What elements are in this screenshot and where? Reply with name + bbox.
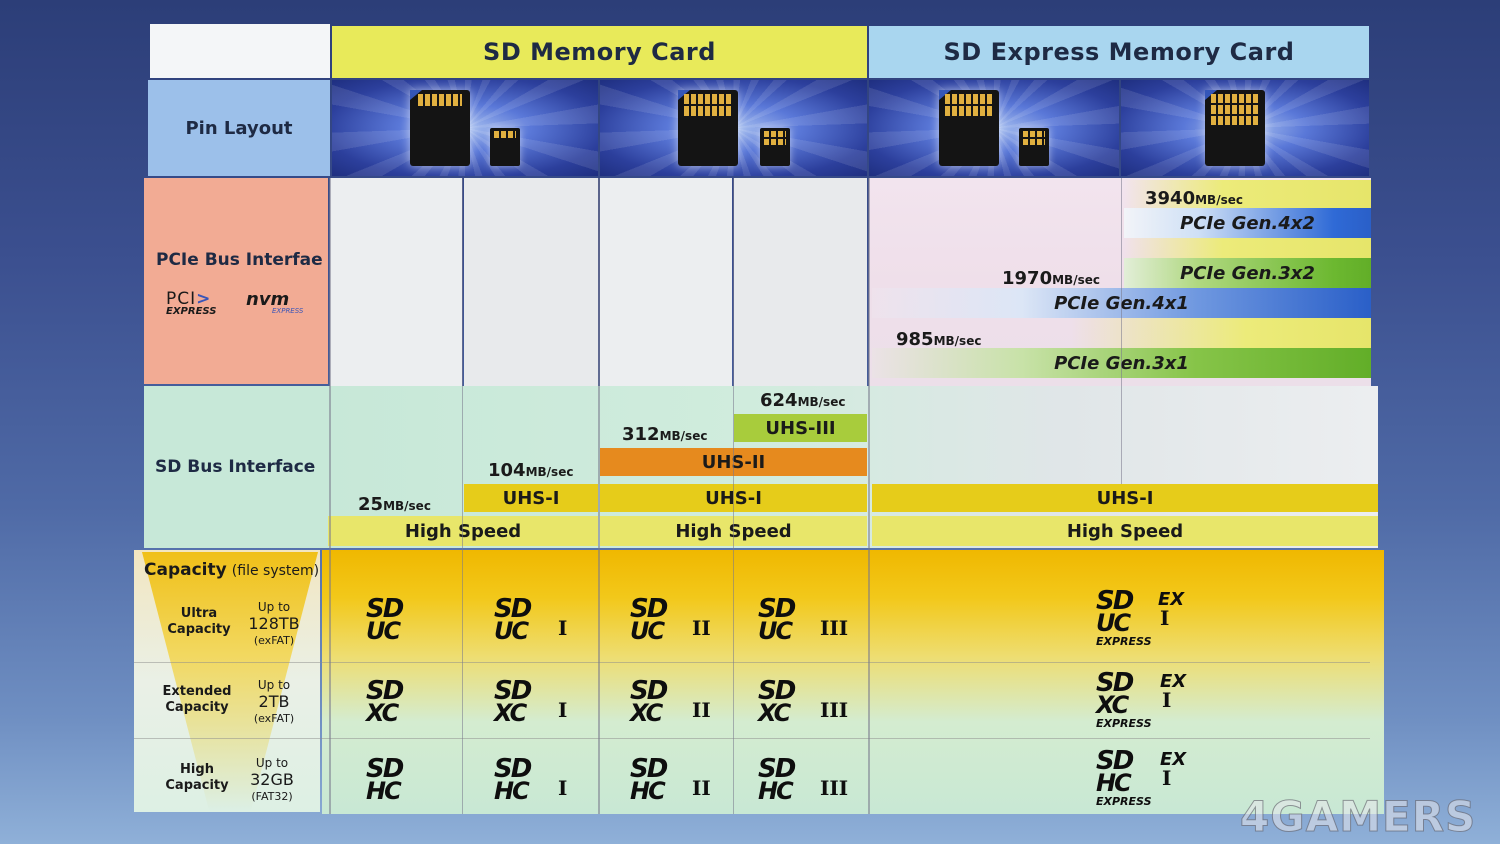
capacity-label-ultra: Ultra Capacity [167,606,231,638]
uhs1-roman-numeral: I [1160,606,1170,630]
uhs1-roman-numeral: I [558,616,568,640]
header-sd-express-memory-card: SD Express Memory Card [869,26,1369,78]
uhs1-roman-numeral: I [558,698,568,722]
speed-985: 985MB/sec [896,329,982,350]
speed-624: 624MB/sec [760,390,846,411]
uhs2-roman-numeral: II [692,776,711,800]
pin-layout-panel-2 [600,80,867,176]
ex-badge: EX [1158,589,1185,610]
uhs2-roman-numeral: II [692,616,711,640]
uhs3-roman-numeral: III [820,776,849,800]
bar-pcie-gen3x2-yellow [1124,238,1371,260]
pci-express-logo: PCI> EXPRESS [166,289,217,318]
capacity-area [322,550,1384,814]
pcie-empty-col-4 [734,178,867,386]
speed-1970: 1970MB/sec [1002,268,1100,289]
bar-high-speed-express: High Speed [872,516,1378,546]
microsd-card-image [490,128,520,166]
col-divider-1 [462,178,463,814]
sd-card-image [678,90,738,166]
microsd-card-image [760,128,790,166]
capacity-size-extended: Up to 2TB (exFAT) [253,678,295,725]
ex-badge: EX [1160,671,1187,692]
pin-layout-panel-3 [869,80,1119,176]
uhs1-roman-numeral: I [1162,688,1172,712]
capacity-size-ultra: Up to 128TB (exFAT) [248,600,300,647]
sd-card-image [410,90,470,166]
capacity-row-divider-2 [134,738,1370,739]
bar-uhs1-express: UHS-I [872,484,1378,512]
col-divider-2 [598,178,600,814]
uhs3-roman-numeral: III [820,616,849,640]
bar-pcie-gen4x2: PCIe Gen.4x2 [1124,208,1371,238]
pcie-bus-interface-label: PCIe Bus Interfae [156,250,323,270]
capacity-title: Capacity (file system) [144,560,320,580]
col-divider-label [329,178,331,814]
pcie-empty-col-2 [464,178,598,386]
capacity-label-high: High Capacity [165,762,229,794]
watermark: 4GAMERS [1239,792,1477,842]
row-label-pin-layout: Pin Layout [148,80,330,176]
bar-pcie-gen3x2: PCIe Gen.3x2 [1124,258,1371,288]
col-divider-4 [868,178,870,814]
row-label-sd-bus-interface: SD Bus Interface [144,386,328,548]
pin-layout-panel-1 [332,80,598,176]
pin-layout-panel-4 [1121,80,1369,176]
speed-312: 312MB/sec [622,424,708,445]
bar-high-speed-sd-12: High Speed [328,516,598,546]
capacity-size-high: Up to 32GB (FAT32) [250,756,294,803]
sd-card-image [939,90,999,166]
corner-cell [150,24,330,78]
uhs1-roman-numeral: I [558,776,568,800]
col-divider-5 [1121,178,1122,484]
ex-badge: EX [1160,749,1187,770]
capacity-label-column: Capacity (file system) [134,550,320,812]
bar-uhs1-sd-col2: UHS-I [464,484,598,512]
microsd-card-image [1019,128,1049,166]
uhs1-roman-numeral: I [1162,766,1172,790]
speed-104: 104MB/sec [488,460,574,481]
bar-uhs3: UHS-III [734,414,867,442]
row-label-pcie-bus-interface: PCIe Bus Interfae PCI> EXPRESS nvm EXPRE… [144,178,328,384]
capacity-row-divider-1 [134,662,1370,663]
sd-card-image [1205,90,1265,166]
speed-3940: 3940MB/sec [1145,188,1243,209]
bar-pcie-gen4x2-yellow [1124,180,1371,210]
uhs2-roman-numeral: II [692,698,711,722]
header-sd-memory-card: SD Memory Card [332,26,867,78]
pcie-empty-col-3 [600,178,732,386]
col-divider-3 [733,178,734,814]
uhs3-roman-numeral: III [820,698,849,722]
nvm-express-logo: nvm EXPRESS [246,289,304,316]
pcie-empty-col-1 [330,178,462,386]
capacity-label-extended: Extended Capacity [162,684,232,716]
speed-25: 25MB/sec [358,494,431,515]
